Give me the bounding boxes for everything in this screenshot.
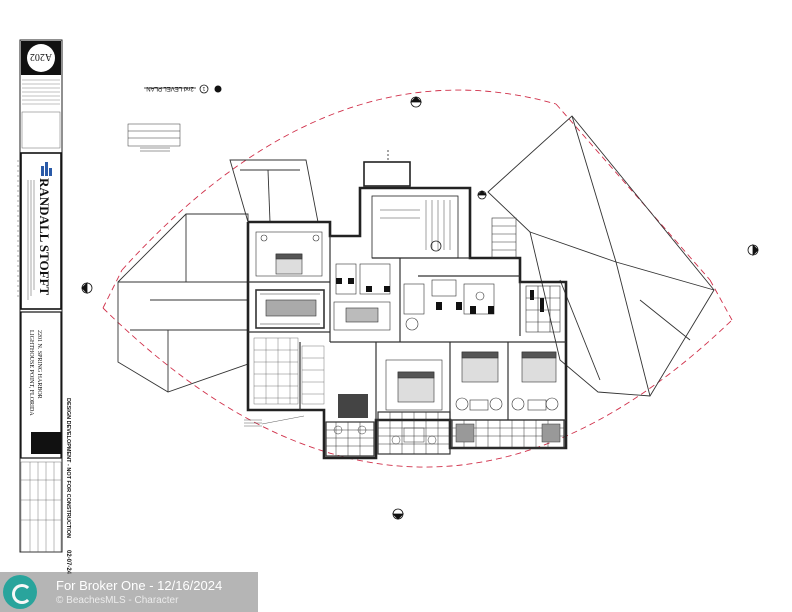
elevation-marker-roof-icon [477, 190, 487, 200]
firm-logo [41, 162, 52, 176]
project-black-box [31, 432, 61, 454]
notes-grid [20, 461, 62, 553]
leader-note [244, 415, 305, 427]
bedroom-right-b [511, 351, 559, 411]
title-block: A202 RANDALL STOFFT 2201 N. SPRING HARBO… [17, 39, 71, 575]
bath-lower-left [253, 337, 325, 405]
elevation-marker-right-icon [747, 244, 759, 256]
central-baths [333, 263, 495, 331]
dark-fixtures [336, 278, 544, 418]
plan-number-bubble [199, 84, 209, 94]
roof-outlines [117, 115, 715, 397]
property-line [102, 89, 733, 468]
closet-mid-left [255, 289, 325, 329]
mls-logo-icon [3, 575, 37, 609]
elevation-marker-left-icon [81, 282, 93, 294]
firm-block [20, 152, 62, 310]
roof-left [117, 213, 249, 393]
watermark-copyright-line: © BeachesMLS - Character [56, 595, 179, 606]
sheet-number: A202 [30, 51, 52, 62]
project-city: LIGHTHOUSE POINT, FLORIDA [28, 330, 34, 416]
bedroom-upper-left [255, 231, 323, 277]
listing-watermark: For Broker One - 12/16/2024 © BeachesMLS… [0, 572, 258, 612]
master-bedroom [385, 359, 443, 411]
revision-box [21, 111, 61, 149]
firm-name: RANDALL STOFFT [37, 178, 52, 295]
sheet-number-circle [27, 44, 55, 72]
elevation-marker-top-icon [410, 96, 422, 108]
bedroom-right-a [455, 351, 503, 411]
area-table [127, 123, 181, 152]
roof-right [487, 115, 715, 397]
roof-upper-left [229, 159, 319, 223]
sheet-date: 02-07-24 [65, 550, 71, 575]
stair-tower [363, 150, 459, 259]
status-note: DESIGN DEVELOPMENT - NOT FOR CONSTRUCTIO… [65, 398, 71, 538]
project-block [20, 311, 62, 459]
terrace-center [377, 411, 451, 455]
terrace-left [325, 421, 375, 457]
terrace-right [451, 419, 565, 449]
plan-title-group: 1 2nd LEVEL PLAN [144, 84, 222, 94]
bath-right [491, 217, 561, 333]
building-walls [246, 186, 568, 460]
elevation-marker-bottom-icon [392, 508, 404, 520]
elevation-markers [81, 96, 759, 520]
north-arrow-icon [214, 85, 222, 93]
project-address: 2201 N. SPRING HARBOR [36, 330, 42, 399]
watermark-broker-line: For Broker One - 12/16/2024 [56, 578, 223, 593]
plan-number: 1 [202, 85, 205, 91]
